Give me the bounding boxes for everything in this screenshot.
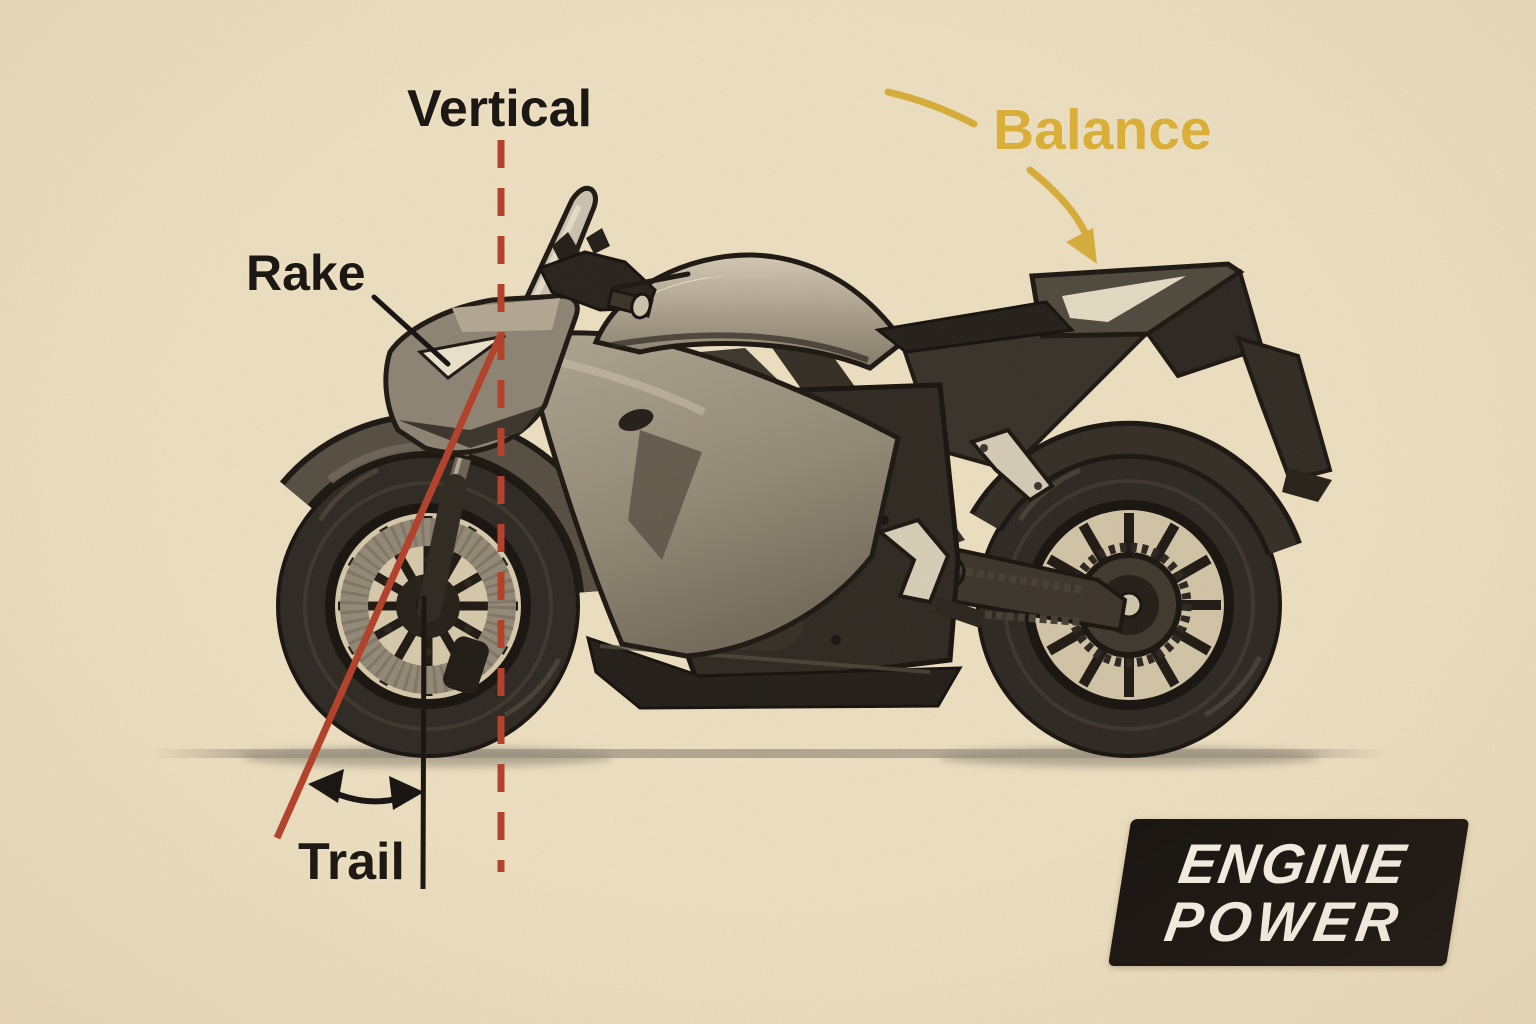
logo-line-engine: ENGINE: [1174, 832, 1412, 896]
trail-label: Trail: [298, 833, 405, 891]
balance-label: Balance: [993, 98, 1212, 162]
rake-label: Rake: [246, 245, 366, 301]
logo-line-power: POWER: [1160, 889, 1408, 953]
engine-power-logo: ENGINE POWER: [1108, 819, 1470, 966]
vertical-label: Vertical: [407, 80, 593, 138]
